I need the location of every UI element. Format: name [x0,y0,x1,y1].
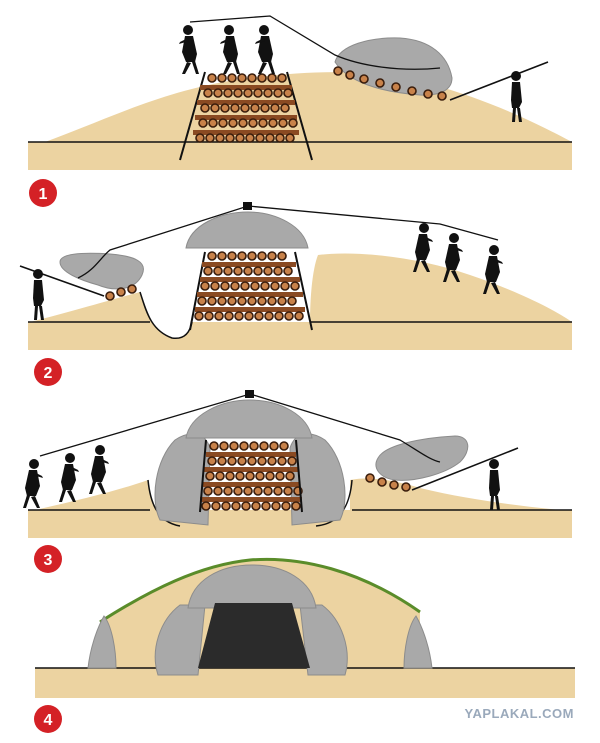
panel-4: 4 [34,557,575,733]
worker-pushing [511,71,522,122]
upright-stone-on-rollers [365,435,469,492]
capstone [185,399,313,439]
step-badge-1: 1 [29,179,57,207]
ground-strip [35,668,575,698]
log-cribbing [179,71,313,161]
log-cribbing [189,251,313,331]
ground-strip [28,142,572,170]
capstone [185,211,309,249]
outer-stone-right [403,615,433,669]
step-number-3: 3 [44,552,53,569]
capstone-on-rollers [333,37,453,101]
rope [39,393,441,463]
step-badge-3: 3 [34,545,62,573]
log-ends [195,73,298,143]
pit [139,291,193,340]
workers-pulling [179,25,275,74]
step-number-1: 1 [39,186,48,203]
worker-pushing [33,269,44,320]
lever-pole [449,61,549,101]
watermark: YAPLAKAL.COM [464,706,574,721]
rope [189,15,441,70]
panel-1: 1 [28,15,572,207]
step-badge-4: 4 [34,705,62,733]
log-rows [193,85,299,135]
grass-line [99,557,421,624]
rope [77,205,499,279]
log-cribbing [199,439,303,513]
upright-stone-on-rollers [59,252,144,301]
upright-stone-right [289,433,346,526]
burial-chamber [198,603,310,668]
step-number-4: 4 [44,712,53,729]
ground-strip [28,322,572,350]
upright-stone-left [154,433,211,526]
step-number-2: 2 [44,365,53,382]
earth-mound-left [35,480,160,515]
step-badge-2: 2 [34,358,62,386]
panel-3: 3 [23,390,572,573]
earth-mound-left [30,292,190,338]
outer-stone-left [87,615,117,669]
lever-pole [411,447,519,491]
panel-2: 2 [19,202,572,386]
earth-mound-right [310,253,572,322]
capstone [187,564,317,609]
